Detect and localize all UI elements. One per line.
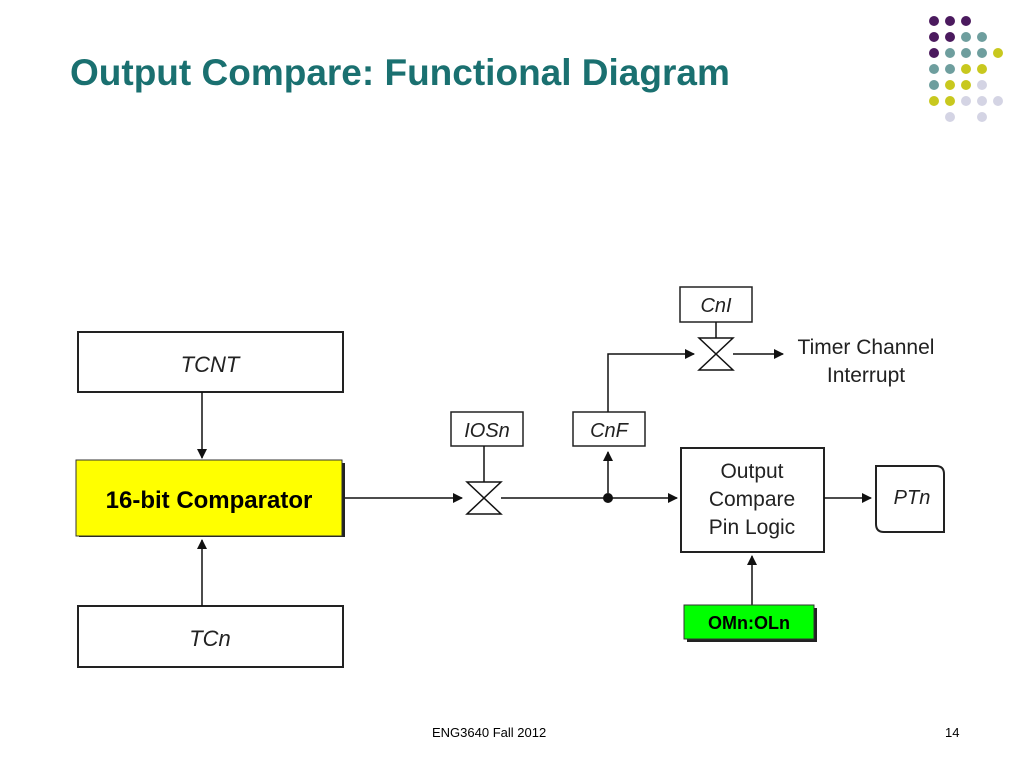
- ocpl-label-line-1: Output: [720, 460, 783, 483]
- ocpl-label-line-2: Compare: [709, 488, 795, 511]
- interrupt-label-line-2: Interrupt: [827, 364, 905, 387]
- iosn-block: IOSn: [450, 411, 524, 447]
- omn-oln-label: OMn:OLn: [708, 613, 790, 633]
- ptn-block: PTn: [875, 465, 945, 533]
- cnf-to-gate-arrow: [607, 349, 695, 412]
- ocpl-label-line-3: Pin Logic: [709, 516, 795, 539]
- iosn-label: IOSn: [464, 420, 510, 442]
- slide-title: Output Compare: Functional Diagram: [70, 52, 730, 93]
- comparator-block: 16-bit Comparator: [75, 459, 345, 537]
- dot-row-7: [945, 112, 987, 122]
- tcn-label: TCn: [189, 626, 231, 651]
- dot-row-6: [929, 96, 1003, 106]
- interrupt-label-line-1: Timer Channel: [798, 336, 935, 359]
- dot-row-3: [929, 48, 1003, 58]
- cnf-block: CnF: [572, 411, 646, 447]
- iosn-gate-symbol: [465, 481, 503, 515]
- cnf-label: CnF: [590, 420, 630, 442]
- slide-page-number: 14: [945, 725, 960, 740]
- dot-row-2: [929, 32, 987, 42]
- dot-row-5: [929, 80, 987, 90]
- slide-footer: ENG3640 Fall 2012: [432, 725, 547, 740]
- tcnt-block: TCNT: [77, 331, 344, 393]
- cni-gate-symbol: [697, 337, 735, 371]
- cni-block: CnI: [679, 286, 753, 323]
- omn-oln-block: OMn:OLn: [683, 604, 817, 642]
- comparator-label: 16-bit Comparator: [106, 487, 313, 514]
- cni-label: CnI: [700, 295, 732, 317]
- dot-row-1: [929, 16, 971, 26]
- ptn-label: PTn: [894, 487, 931, 509]
- decorative-dot-grid: [929, 16, 1003, 122]
- output-compare-pin-logic-block: Output Compare Pin Logic: [680, 447, 825, 553]
- tcnt-label: TCNT: [181, 352, 241, 377]
- tcn-block: TCn: [77, 605, 344, 668]
- dot-row-4: [929, 64, 987, 74]
